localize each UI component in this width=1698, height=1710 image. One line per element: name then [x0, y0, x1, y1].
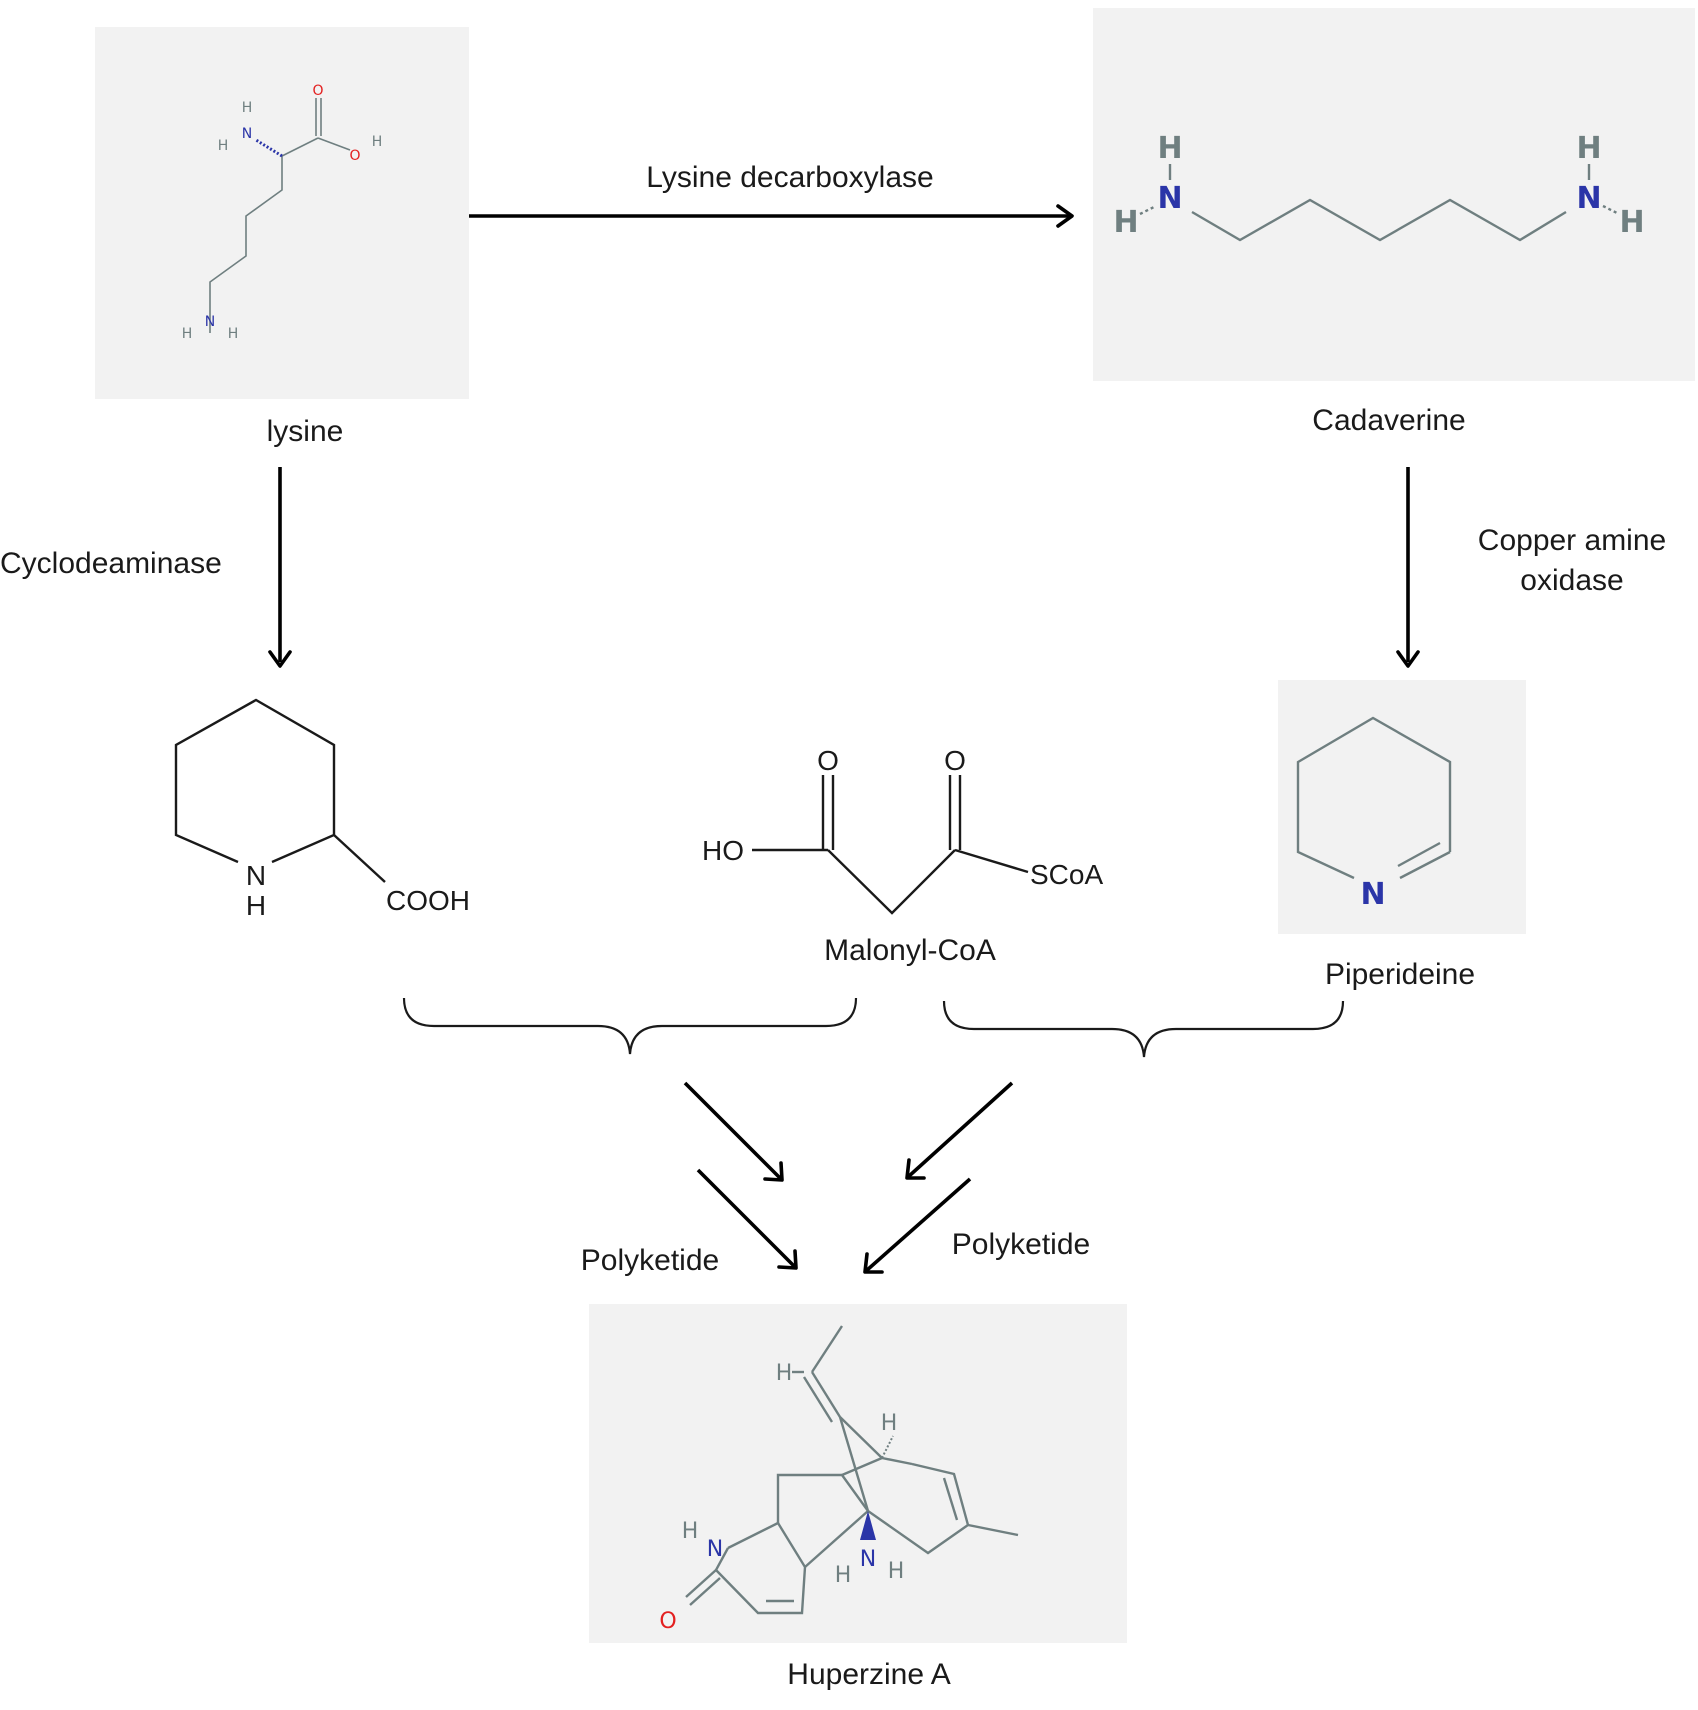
lysine-alpha-hydrogen-2: H: [218, 138, 229, 154]
copper-amine-oxidase-label-line1: Copper amine: [1478, 524, 1666, 557]
malonyl-coa-structure: O O HO SCoA: [702, 745, 1103, 915]
left-brace: [402, 997, 858, 1055]
huperzine-amine-nitrogen: N: [860, 1547, 876, 1572]
huperzine-vinyl-hydrogen: H: [776, 1361, 793, 1386]
cyclodeaminase-label: Cyclodeaminase: [0, 547, 222, 580]
malonyl-scoa: SCoA: [1030, 859, 1103, 890]
lysine-hydroxyl-hydrogen: H: [372, 134, 383, 150]
huperzine-ring-nitrogen: N: [707, 1537, 723, 1562]
lysine-epsilon-hydrogen-2: H: [228, 326, 239, 342]
malonyl-oxygen-2: O: [944, 745, 966, 776]
arrow-cadaverine-to-piperideine: [1396, 467, 1420, 668]
right-brace: [942, 1000, 1345, 1058]
polyketide-right-label: Polyketide: [952, 1228, 1090, 1261]
huperzine-a-structure: N H O N H H H H: [589, 1304, 1127, 1643]
huperzine-amine-hydrogen-1: H: [835, 1563, 852, 1588]
huperzine-amine-hydrogen-2: H: [888, 1559, 905, 1584]
arrow-lower-left: [696, 1168, 798, 1270]
huperzine-ring-nitrogen-hydrogen: H: [682, 1519, 699, 1544]
cadaverine-hydrogen-3: H: [1576, 131, 1601, 166]
huperzine-a-label: Huperzine A: [787, 1658, 950, 1691]
cadaverine-hydrogen-2: H: [1113, 205, 1138, 240]
arrow-upper-left: [683, 1081, 784, 1182]
copper-amine-oxidase-label-line2: oxidase: [1520, 564, 1623, 597]
cadaverine-hydrogen-1: H: [1157, 131, 1182, 166]
arrow-lysine-to-cadaverine: [469, 204, 1074, 228]
cadaverine-label: Cadaverine: [1312, 404, 1465, 437]
arrow-lysine-to-pipecolic-acid: [268, 467, 292, 668]
lysine-decarboxylase-label: Lysine decarboxylase: [646, 161, 933, 194]
cadaverine-hydrogen-4: H: [1619, 205, 1644, 240]
huperzine-carbonyl-oxygen: O: [659, 1609, 676, 1634]
lysine-alpha-nitrogen: N: [242, 126, 252, 142]
piperideine-label: Piperideine: [1325, 958, 1475, 991]
lysine-oxygen-hydroxyl: O: [349, 148, 360, 164]
lysine-structure: O O H N H H N H H: [95, 27, 469, 399]
polyketide-left-label: Polyketide: [581, 1244, 719, 1277]
pipecolic-nitrogen-hydrogen: H: [246, 890, 266, 921]
cadaverine-panel: [1093, 8, 1695, 381]
lysine-label: lysine: [267, 415, 344, 448]
lysine-epsilon-nitrogen: N: [205, 314, 215, 330]
lysine-panel: [95, 27, 469, 399]
piperideine-structure: N: [1278, 680, 1526, 934]
arrow-lower-right: [863, 1177, 972, 1274]
pipecolic-carboxyl: COOH: [386, 885, 470, 916]
lysine-alpha-hydrogen-1: H: [242, 100, 253, 116]
arrow-upper-right: [905, 1081, 1014, 1180]
piperideine-nitrogen: N: [1360, 877, 1385, 912]
piperideine-panel: [1278, 680, 1526, 934]
malonyl-coa-label: Malonyl-CoA: [824, 934, 996, 967]
malonyl-hydroxyl: HO: [702, 835, 744, 866]
malonyl-oxygen-1: O: [817, 745, 839, 776]
lysine-epsilon-hydrogen-1: H: [182, 326, 193, 342]
cadaverine-structure: H N H H N H: [1093, 8, 1695, 381]
cadaverine-nitrogen-left: N: [1157, 181, 1182, 216]
pipecolic-acid-structure: N H COOH: [174, 698, 470, 921]
cadaverine-nitrogen-right: N: [1576, 181, 1601, 216]
lysine-oxygen-carbonyl: O: [312, 83, 323, 99]
huperzine-bridgehead-hydrogen: H: [881, 1411, 898, 1436]
pipecolic-nitrogen: N: [246, 860, 266, 891]
